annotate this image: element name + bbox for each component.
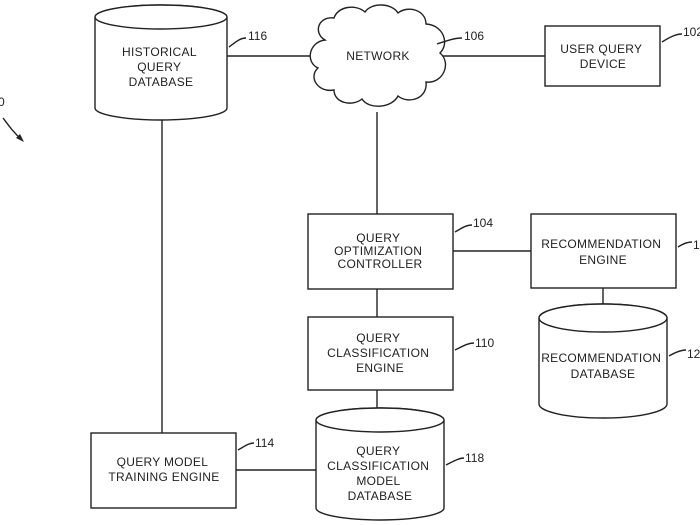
recommendation-database: RECOMMENDATION DATABASE bbox=[538, 303, 668, 419]
query-optimization-controller: QUERY OPTIMIZATION CONTROLLER bbox=[307, 213, 454, 290]
network-label: NETWORK bbox=[346, 49, 409, 63]
recommendation-engine-label: RECOMMENDATION ENGINE bbox=[541, 237, 665, 267]
user-query-device: USER QUERY DEVICE bbox=[544, 25, 661, 87]
query-classification-model-database: QUERY CLASSIFICATION MODEL DATABASE bbox=[315, 407, 445, 521]
recommendation-engine: RECOMMENDATION ENGINE bbox=[530, 213, 677, 289]
ref-recommendation-engine: 1 bbox=[677, 238, 700, 252]
recommendation-db-label: RECOMMENDATION DATABASE bbox=[541, 351, 665, 381]
svg-text:118: 118 bbox=[465, 451, 484, 465]
svg-text:110: 110 bbox=[475, 336, 494, 350]
svg-text:104: 104 bbox=[473, 216, 493, 230]
controller-label: QUERY OPTIMIZATION CONTROLLER bbox=[334, 231, 426, 271]
training-engine-label: QUERY MODEL TRAINING ENGINE bbox=[108, 455, 219, 484]
ref-recommendation-db: 12 bbox=[668, 347, 700, 361]
svg-text:102: 102 bbox=[683, 25, 700, 39]
ref-110: 110 bbox=[454, 336, 494, 351]
historical-query-database: HISTORICAL QUERY DATABASE bbox=[94, 4, 228, 121]
ref-106: 106 bbox=[436, 29, 484, 45]
network-cloud: NETWORK bbox=[309, 4, 447, 107]
connectors bbox=[161, 55, 604, 471]
ref-114: 114 bbox=[237, 436, 274, 451]
system-ref: 0 bbox=[0, 95, 24, 142]
query-classification-engine: QUERY CLASSIFICATION ENGINE bbox=[307, 316, 454, 391]
ref-102: 102 bbox=[661, 25, 700, 43]
svg-text:12: 12 bbox=[687, 347, 700, 361]
model-db-label: QUERY CLASSIFICATION MODEL DATABASE bbox=[327, 444, 433, 503]
classification-engine-label: QUERY CLASSIFICATION ENGINE bbox=[327, 331, 433, 375]
historical-db-label: HISTORICAL QUERY DATABASE bbox=[122, 45, 200, 89]
svg-text:1: 1 bbox=[693, 238, 700, 252]
svg-text:0: 0 bbox=[0, 95, 5, 109]
user-device-label: USER QUERY DEVICE bbox=[560, 42, 646, 71]
query-model-training-engine: QUERY MODEL TRAINING ENGINE bbox=[90, 432, 237, 509]
svg-text:106: 106 bbox=[464, 29, 484, 43]
svg-text:116: 116 bbox=[248, 29, 267, 43]
ref-116: 116 bbox=[228, 29, 267, 48]
svg-text:114: 114 bbox=[255, 436, 274, 450]
ref-118: 118 bbox=[445, 451, 484, 466]
ref-104: 104 bbox=[454, 216, 493, 233]
